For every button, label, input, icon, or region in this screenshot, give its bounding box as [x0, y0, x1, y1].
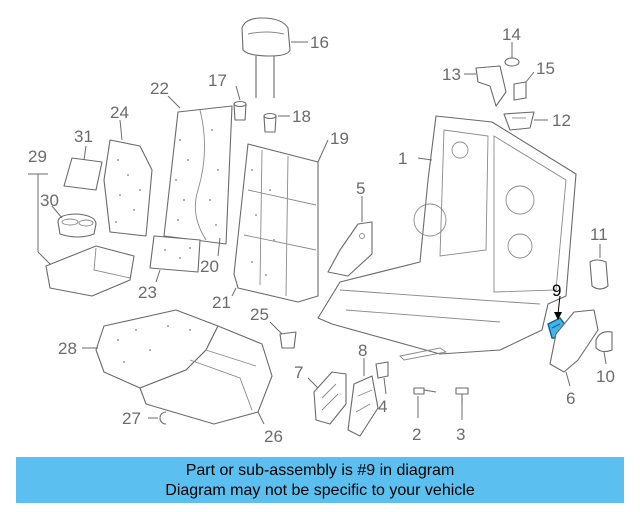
label-16: 16 — [310, 33, 329, 52]
label-8: 8 — [358, 341, 367, 360]
label-28: 28 — [58, 339, 77, 358]
part-12-latch[interactable] — [503, 111, 535, 131]
label-22: 22 — [150, 79, 169, 98]
label-27: 27 — [122, 409, 141, 428]
part-7-cover[interactable] — [313, 371, 347, 425]
part-14-cap[interactable] — [504, 57, 520, 67]
part-1-seat-frame[interactable] — [317, 115, 577, 361]
label-11: 11 — [590, 225, 608, 244]
label-30: 30 — [40, 191, 59, 210]
part-15-cover[interactable] — [513, 81, 527, 101]
banner-line-1: Part or sub-assembly is #9 in diagram — [185, 462, 455, 479]
label-3: 3 — [456, 425, 465, 444]
label-14: 14 — [502, 25, 521, 44]
part-17-guide[interactable] — [233, 100, 247, 121]
part-5-bracket[interactable] — [327, 221, 373, 277]
part-2-bolt[interactable] — [413, 387, 437, 395]
label-18: 18 — [292, 107, 311, 126]
part-31-pad[interactable] — [63, 157, 103, 191]
part-11-knob-cover[interactable] — [589, 259, 609, 290]
label-4: 4 — [378, 397, 387, 416]
part-27-clip[interactable] — [159, 411, 167, 425]
label-15: 15 — [536, 59, 555, 78]
label-7: 7 — [294, 363, 303, 382]
label-23: 23 — [138, 283, 157, 302]
label-25: 25 — [250, 305, 269, 324]
label-21: 21 — [212, 293, 231, 312]
label-2: 2 — [412, 425, 421, 444]
part-13-bracket[interactable] — [475, 65, 507, 107]
label-19: 19 — [330, 129, 349, 148]
part-22-seatback-pad[interactable] — [163, 105, 233, 245]
banner-line-2: Diagram may not be specific to your vehi… — [165, 482, 475, 499]
label-31: 31 — [74, 127, 93, 146]
info-banner: Part or sub-assembly is #9 in diagram Di… — [16, 457, 624, 503]
part-8-cover[interactable] — [347, 375, 379, 437]
part-30-cup-holder[interactable] — [57, 213, 97, 238]
label-29: 29 — [28, 147, 47, 166]
label-20: 20 — [200, 257, 219, 276]
part-16-headrest[interactable] — [241, 17, 291, 98]
label-17: 17 — [208, 71, 227, 90]
armrest-body — [45, 245, 135, 297]
part-3-bolt[interactable] — [455, 387, 469, 404]
label-9: 9 — [552, 281, 561, 300]
part-10-knob[interactable] — [595, 331, 613, 353]
part-6-side-shield[interactable] — [549, 309, 599, 373]
part-23-block[interactable] — [149, 235, 201, 273]
label-24: 24 — [110, 103, 129, 122]
label-5: 5 — [356, 179, 365, 198]
part-26-cushion-cover[interactable] — [139, 325, 273, 425]
part-24-side-panel[interactable] — [103, 139, 153, 237]
label-12: 12 — [552, 111, 571, 130]
label-1: 1 — [398, 149, 407, 168]
part-19-seatback-cover[interactable] — [233, 143, 319, 303]
label-13: 13 — [442, 65, 461, 84]
label-10: 10 — [596, 367, 615, 386]
label-26: 26 — [264, 427, 283, 446]
part-4-clip[interactable] — [375, 361, 389, 379]
part-18-guide[interactable] — [263, 112, 277, 133]
parts-diagram: 16 17 18 22 19 20 21 — [28, 17, 615, 446]
part-25-clip[interactable] — [279, 331, 297, 349]
label-6: 6 — [566, 389, 575, 408]
